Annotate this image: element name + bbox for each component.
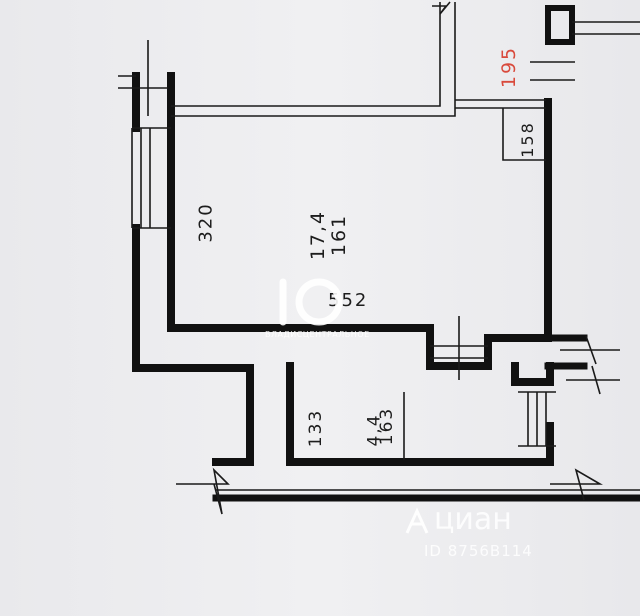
room-main-width-dim: 320 <box>195 202 217 243</box>
wall-pier-top <box>545 5 575 45</box>
room-main-area: 17,4 <box>307 209 330 261</box>
break-left-low <box>176 467 230 515</box>
break-right-mid <box>560 335 620 365</box>
wall-small-room <box>286 362 554 466</box>
line-niche <box>455 99 546 161</box>
wall-main-room <box>167 98 552 370</box>
wall-right-lower <box>544 334 588 370</box>
room-small-area: 4,4 <box>364 413 385 447</box>
line-top-right <box>530 21 640 81</box>
line-top-corridor <box>171 2 456 117</box>
line-window-left <box>131 127 171 229</box>
break-right-mid2 <box>566 365 620 395</box>
agency-logo-watermark <box>279 278 343 326</box>
room-small-width-dim: 133 <box>306 408 327 448</box>
cian-logo-icon <box>405 507 429 534</box>
agency-name-watermark: ВЛАДИСЦЕНТРАЛЬНОЕ <box>265 330 370 339</box>
break-right-low <box>550 468 603 501</box>
break-top <box>432 1 451 15</box>
room-main-number: 161 <box>328 213 351 257</box>
line-corner-mark <box>118 40 168 116</box>
wall-left-outer <box>132 72 254 466</box>
dim-niche: 158 <box>517 121 537 158</box>
cian-brand-watermark: циан <box>434 502 512 537</box>
cian-id-watermark: ID 8756B114 <box>424 542 533 560</box>
line-window-right <box>518 391 556 447</box>
line-door-mid <box>430 316 488 380</box>
dim-top-red: 195 <box>498 45 521 89</box>
